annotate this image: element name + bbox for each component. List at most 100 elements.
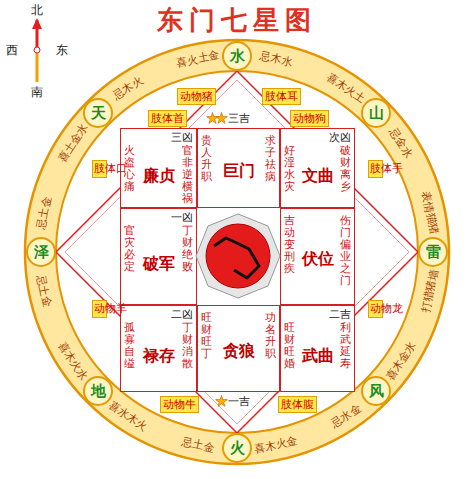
ring-text: 喜木火金 — [253, 433, 299, 456]
rank-label: 三吉 — [228, 112, 250, 125]
star-name: 禄存 — [143, 346, 175, 367]
ring-text: 忌土金 — [33, 195, 54, 230]
compass-head — [32, 18, 42, 29]
omen-text: 官灾必定 — [124, 225, 135, 273]
tab-label: 肢体口 — [92, 160, 107, 178]
omen-text: 求子祛病 — [265, 135, 276, 183]
star-icon — [207, 112, 219, 123]
trigram-name: 地 — [85, 378, 111, 404]
omen-text: 旺财旺婚 — [284, 322, 295, 370]
ring-text: 喜木火水 — [54, 338, 91, 383]
compass-label: 西 — [6, 42, 18, 59]
rank-label: 一吉 — [228, 395, 250, 408]
ring-text: 喜火土金 — [175, 47, 221, 70]
tab-label: 肢体首 — [148, 110, 187, 127]
omen-text: 好淫水灾 — [284, 145, 295, 193]
dipper-line — [214, 238, 259, 278]
trigram-circle: 火 — [222, 433, 252, 463]
palace-cell: 武曲 二吉旺财旺婚 利武延寿 — [280, 305, 355, 392]
omen-text: 丁财绝败 — [182, 225, 193, 273]
compass-pivot — [34, 47, 40, 53]
star-name: 破军 — [143, 254, 175, 275]
rank-label: 二吉 — [329, 308, 351, 321]
ring-text: 忌木火 — [110, 72, 146, 103]
tab-label: 动物羊 — [92, 300, 107, 318]
ring-text: 喜土金水 — [54, 121, 91, 166]
omen-text: 吉动变刑疾 — [284, 215, 295, 275]
tab-label: 动物牛 — [160, 396, 199, 413]
tab-label: 肢体手 — [368, 160, 383, 178]
star-name: 贪狼 — [223, 341, 255, 362]
trigram-name: 风 — [363, 378, 389, 404]
palace-cell: 文曲 次凶好淫水灾 破财离乡 — [280, 128, 355, 208]
star-name: 廉贞 — [143, 166, 175, 187]
tab-label: 肢体腹 — [278, 396, 317, 413]
star-icon — [216, 112, 228, 123]
trigram-circle: 地 — [83, 376, 113, 406]
ring-text: 忌木水 — [259, 48, 294, 69]
inner-ring — [56, 71, 418, 433]
star-name: 文曲 — [302, 166, 334, 187]
trigram-name: 雷 — [420, 239, 446, 265]
compass-label: 北 — [31, 2, 43, 19]
ring-text: 表情猫猪 — [418, 190, 441, 236]
star-name: 伏位 — [302, 249, 334, 270]
trigram-name: 山 — [363, 100, 389, 126]
omen-text: 孤寡自缢 — [124, 322, 135, 370]
trigram-circle: 泽 — [26, 237, 56, 267]
omen-text: 伤门偏业之门 — [340, 215, 351, 288]
omen-text: 丁财消散 — [182, 322, 193, 370]
ring-text: 忌土金 — [180, 434, 215, 455]
palace-cell: 廉贞 三凶火盗心痛 官非逆横祸 — [120, 128, 197, 208]
rank-label: 一凶 — [171, 211, 193, 224]
diamond-inner — [65, 80, 409, 424]
trigram-name: 水 — [224, 43, 250, 69]
omen-text: 火盗心痛 — [124, 145, 135, 193]
trigram-name: 天 — [85, 100, 111, 126]
palace-cell: 禄存 二凶孤寡自缢 丁财消散 — [120, 305, 197, 392]
trigram-circle: 水 — [222, 41, 252, 71]
red-disc — [206, 224, 270, 288]
tab-label: 动物龙 — [368, 300, 383, 318]
ring-text: 忌水金 — [328, 401, 364, 432]
trigram-circle: 风 — [361, 376, 391, 406]
tab-label: 动物狗 — [290, 110, 329, 127]
outer-ring — [25, 40, 449, 464]
trigram-name: 火 — [224, 435, 250, 461]
star-name: 巨门 — [223, 161, 255, 182]
compass-label: 东 — [56, 42, 68, 59]
trigram-circle: 山 — [361, 98, 391, 128]
compass — [32, 18, 42, 82]
tab-label: 肢体耳 — [262, 88, 301, 105]
rank-label: 三凶 — [171, 131, 193, 144]
omen-text: 旺财旺丁 — [201, 312, 212, 360]
trigram-circle: 雷 — [418, 237, 448, 267]
diamond-outline — [56, 71, 418, 433]
omen-text: 功名升职 — [265, 312, 276, 360]
ring-text: 喜水木火 — [106, 398, 151, 435]
trigram-name: 泽 — [28, 239, 54, 265]
star-icon — [216, 395, 228, 406]
compass-label: 南 — [31, 84, 43, 101]
omen-text: 官非逆横祸 — [182, 145, 193, 205]
diagram-title: 东门七星图 — [0, 3, 474, 38]
ring-text: 打猎猪墙 — [418, 268, 441, 314]
ring-text: 喜木金水 — [383, 338, 420, 383]
ring-text: 忌金水 — [386, 125, 417, 161]
rank-label: 次凶 — [329, 131, 351, 144]
ring-text: 忌土金 — [33, 274, 54, 309]
palace-cell: 破军 一凶官灾必定 丁财绝败 — [120, 208, 197, 305]
ring-text: 喜木火土 — [323, 69, 368, 106]
omen-text: 利武延寿 — [340, 322, 351, 370]
rank-label: 二凶 — [171, 308, 193, 321]
compass-needle — [36, 50, 39, 82]
omen-text: 破财离乡 — [340, 145, 351, 193]
palace-cell: 贪狼一吉旺财旺丁功名升职 — [197, 305, 280, 392]
omen-text: 贵人升职 — [201, 135, 212, 183]
star-name: 武曲 — [302, 346, 334, 367]
tab-label: 动物猪 — [177, 88, 216, 105]
palace-cell: 巨门三吉贵人升职求子祛病 — [197, 128, 280, 208]
trigram-circle: 天 — [83, 98, 113, 128]
